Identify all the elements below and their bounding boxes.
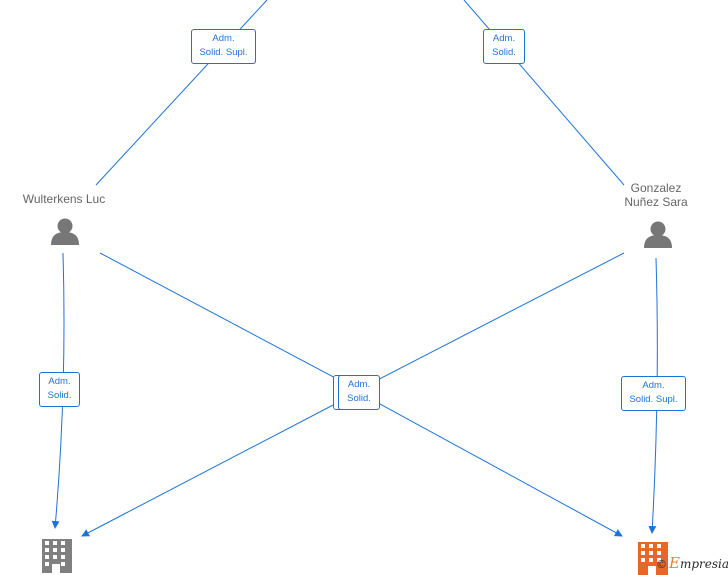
edge-center-to-right-company: [357, 391, 623, 537]
empresia-watermark: ©Empresia: [656, 554, 728, 572]
relation-label-line: Solid.: [47, 390, 72, 401]
company-building-icon[interactable]: [42, 539, 72, 573]
person-icon[interactable]: [644, 221, 672, 249]
person-name-luc[interactable]: Wulterkens Luc: [10, 192, 118, 206]
relation-label-line: Adm.: [347, 379, 371, 390]
relation-label-top-left[interactable]: Adm. Solid. Supl.: [191, 29, 256, 64]
edge-top-right: [463, 0, 625, 186]
relation-label-line: Solid. Supl.: [629, 394, 678, 405]
relation-label-right[interactable]: Adm. Solid. Supl.: [621, 376, 686, 411]
copyright-symbol: ©: [656, 558, 667, 571]
person-name-line: Wulterkens Luc: [22, 192, 106, 206]
relation-label-line: Solid. Supl.: [199, 47, 248, 58]
edge-sara-to-center: [357, 252, 625, 391]
edge-luc-to-center: [99, 252, 359, 391]
relation-label-line: Solid.: [347, 393, 371, 404]
person-name-line: Nuñez Sara: [624, 195, 688, 209]
person-name-sara[interactable]: Gonzalez Nuñez Sara: [606, 181, 706, 209]
relation-label-line: Adm.: [492, 33, 516, 44]
person-name-line: Gonzalez: [630, 181, 682, 195]
edge-center-to-left-company: [81, 391, 359, 537]
watermark-brand-rest: mpresia: [679, 557, 728, 571]
person-icon[interactable]: [51, 218, 79, 246]
relation-label-line: Adm.: [212, 33, 235, 44]
relation-label-line: Adm.: [48, 376, 71, 387]
watermark-brand-initial: E: [669, 554, 680, 572]
relation-label-line: Solid.: [492, 47, 516, 58]
relation-label-center[interactable]: Adm. Solid.: [338, 375, 380, 410]
relation-label-line: Adm.: [642, 380, 665, 391]
relation-label-left[interactable]: Adm. Solid.: [39, 372, 80, 407]
company-building-icon[interactable]: [638, 542, 668, 575]
relation-label-top-right[interactable]: Adm. Solid.: [483, 29, 525, 64]
edge-top-left: [95, 0, 268, 186]
